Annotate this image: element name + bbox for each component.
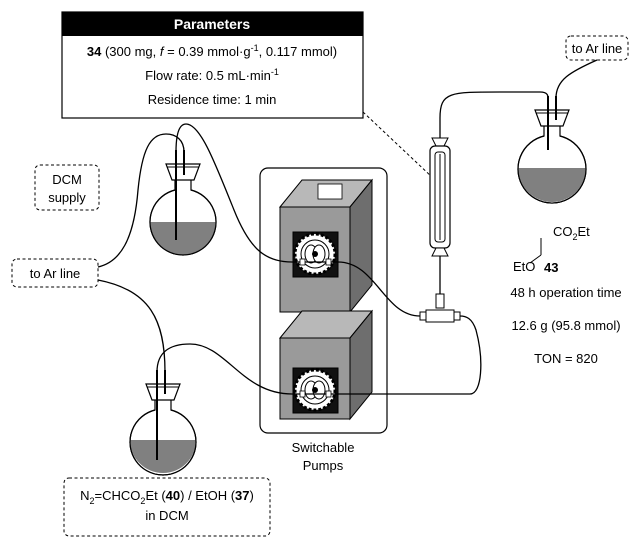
to-ar-line-left-label: to Ar line: [30, 266, 81, 281]
t-mixer: [419, 293, 461, 323]
parameters-flow-rate: Flow rate: 0.5 mL·min-1: [145, 67, 279, 83]
feed-solution-solvent: in DCM: [145, 508, 188, 523]
to-ar-line-left-box: to Ar line: [11, 258, 99, 288]
product-structure-43: CO2Et EtO 43 48 h operation time 12.6 g …: [510, 224, 621, 366]
pumps-label-2: Pumps: [303, 458, 344, 473]
pump-2: [278, 309, 374, 421]
packed-bed-reactor: [429, 118, 451, 296]
product-flask: [517, 96, 587, 204]
product-yield: 12.6 g (95.8 mmol): [511, 318, 620, 333]
feed-flask: [129, 370, 197, 476]
dcm-supply-label-1: DCM: [52, 172, 82, 187]
dcm-supply-label-2: supply: [48, 190, 86, 205]
feed-solution-box: N2=CHCO2Et (40) / EtOH (37) in DCM: [63, 477, 271, 537]
product-compound-number: 43: [544, 260, 558, 275]
product-operation-time: 48 h operation time: [510, 285, 621, 300]
product-co2et-label: CO2Et: [553, 224, 590, 242]
parameters-residence-time: Residence time: 1 min: [148, 92, 277, 107]
to-ar-line-right-label: to Ar line: [572, 41, 623, 56]
product-ton: TON = 820: [534, 351, 598, 366]
feed-solution-formula: N2=CHCO2Et (40) / EtOH (37): [80, 488, 254, 506]
tubing: [97, 59, 598, 395]
parameters-box: Parameters 34 (300 mg, f = 0.39 mmol·g-1…: [61, 11, 364, 119]
to-ar-line-right-box: to Ar line: [565, 35, 629, 61]
product-eto-label: EtO: [513, 259, 535, 274]
parameters-title: Parameters: [174, 16, 250, 32]
pumps-label-1: Switchable: [292, 440, 355, 455]
dcm-supply-flask: [149, 150, 217, 256]
dcm-supply-box: DCM supply: [34, 164, 100, 211]
parameters-catalyst-line: 34 (300 mg, f = 0.39 mmol·g-1, 0.117 mmo…: [87, 43, 337, 59]
pump-1: [278, 178, 374, 314]
